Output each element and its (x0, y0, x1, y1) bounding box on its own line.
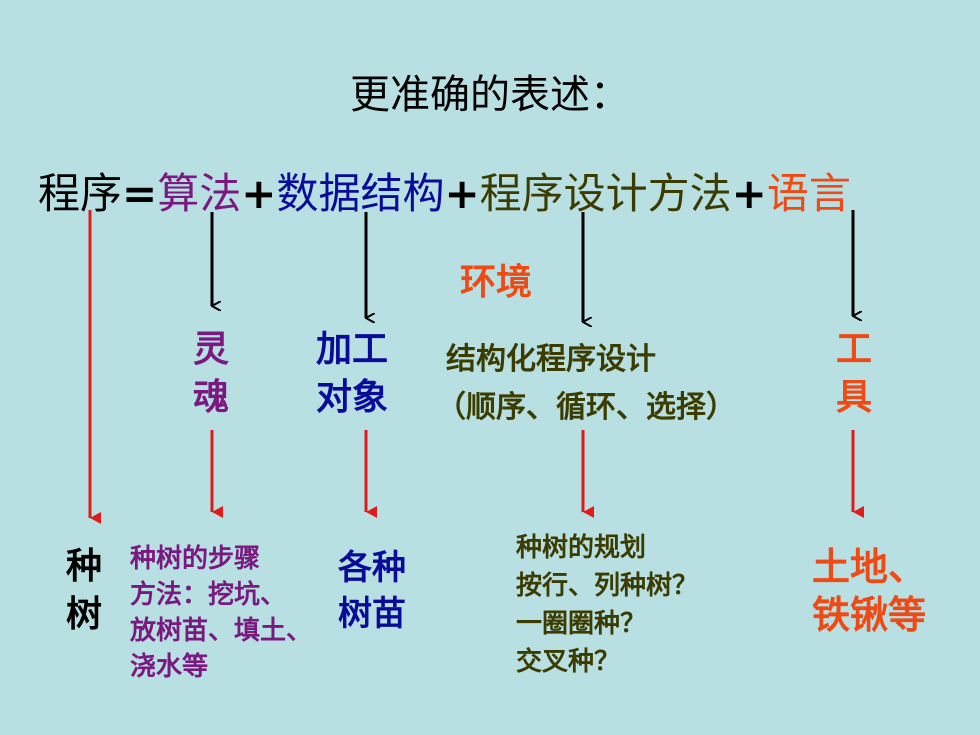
seedling-line-2: 树苗 (338, 594, 406, 634)
seedling-label: 各种 树苗 (338, 545, 406, 637)
plant-line-1: 种 (66, 546, 103, 587)
formula: 程序=算法+数据结构+程序设计方法+语言 (38, 160, 851, 221)
object-line-2: 对象 (316, 377, 389, 418)
object-label: 加工 对象 (316, 326, 388, 422)
formula-language: 语言 (766, 169, 851, 218)
land-line-1: 土地、 (812, 545, 927, 589)
land-line-2: 铁锹等 (812, 593, 927, 637)
plan-text: 种树的规划 按行、列种树？ 一圈圈种？ 交叉种？ (516, 529, 698, 681)
plan-line-2: 按行、列种树？ (516, 571, 699, 601)
steps-line-4: 浇水等 (130, 652, 209, 682)
formula-plus-3: + (731, 169, 767, 218)
plant-line-2: 树 (66, 594, 103, 635)
formula-algorithm: 算法 (157, 169, 242, 218)
structured-line-1: 结构化程序设计 (446, 342, 656, 377)
structured-line-2: （顺序、循环、选择） (436, 390, 736, 425)
soul-line-1: 灵 (193, 329, 230, 370)
formula-data-structure: 数据结构 (276, 169, 445, 218)
formula-equals: = (122, 169, 158, 218)
formula-plus-1: + (241, 169, 277, 218)
plan-line-3: 一圈圈种？ (516, 609, 647, 639)
plan-line-4: 交叉种？ (516, 647, 621, 677)
land-tools-label: 土地、 铁锹等 (812, 543, 926, 639)
formula-plus-2: + (444, 169, 480, 218)
formula-program: 程序 (38, 169, 123, 218)
steps-line-3: 放树苗、填土、 (130, 616, 313, 646)
structured-label: 结构化程序设计 （顺序、循环、选择） (436, 336, 736, 432)
tool-line-2: 具 (836, 377, 873, 418)
steps-line-2: 方法：挖坑、 (130, 580, 287, 610)
soul-line-2: 魂 (193, 377, 230, 418)
object-line-1: 加工 (316, 329, 389, 370)
environment-label: 环境 (460, 262, 533, 303)
plant-tree-label: 种 树 (66, 543, 102, 639)
tool-line-1: 工 (836, 329, 873, 370)
slide-title: 更准确的表述： (350, 72, 630, 118)
seedling-line-1: 各种 (338, 548, 406, 588)
tool-label: 工 具 (836, 326, 872, 422)
plan-line-1: 种树的规划 (516, 533, 647, 563)
soul-label: 灵 魂 (193, 326, 229, 422)
steps-text: 种树的步骤 方法：挖坑、 放树苗、填土、 浇水等 (130, 541, 312, 685)
formula-method: 程序设计方法 (479, 169, 732, 218)
steps-line-1: 种树的步骤 (130, 544, 261, 574)
